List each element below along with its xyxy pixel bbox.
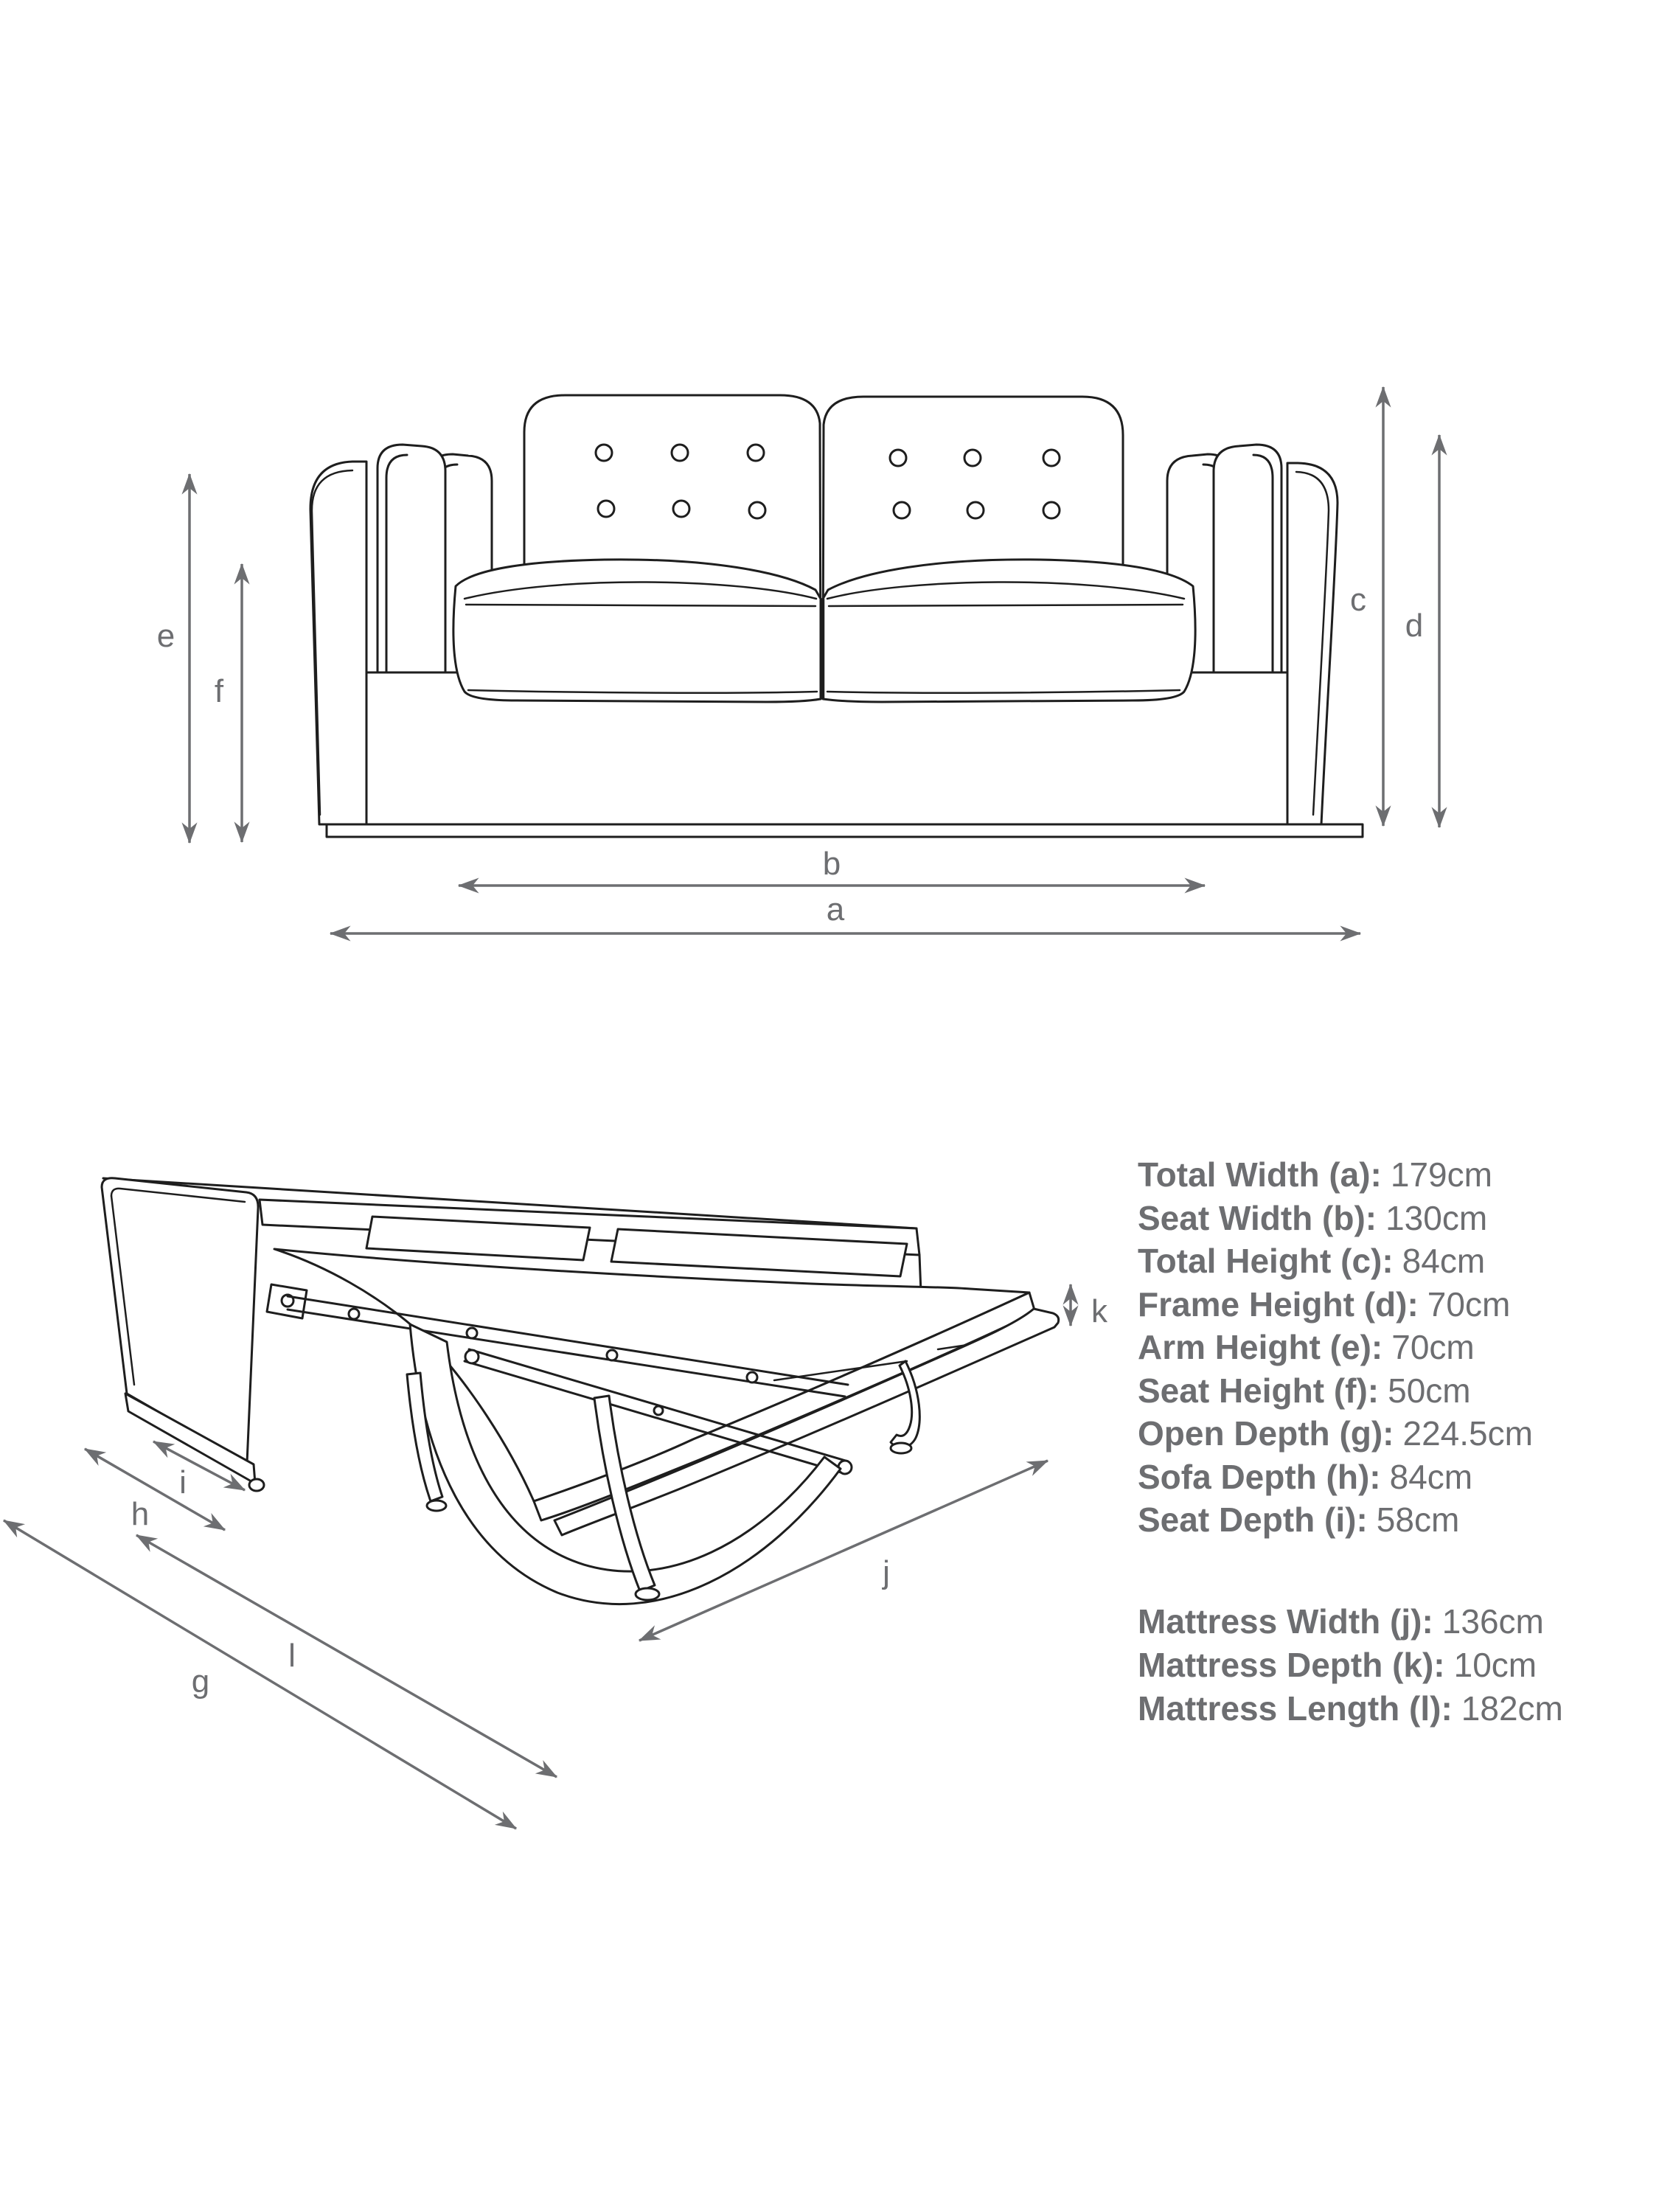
spec-label: Total Width (a): — [1138, 1155, 1382, 1194]
spec-value: 130cm — [1385, 1198, 1488, 1237]
spec-total-height: Total Height (c):84cm — [1138, 1239, 1610, 1283]
spec-mattress-depth: Mattress Depth (k):10cm — [1138, 1644, 1610, 1687]
spec-frame-height: Frame Height (d):70cm — [1138, 1283, 1610, 1326]
spec-label: Mattress Length (l): — [1138, 1689, 1453, 1728]
dimension-arrow-g: g — [2, 1519, 518, 1830]
dimension-arrow-d: d — [1405, 434, 1447, 829]
spec-label: Seat Width (b): — [1138, 1198, 1377, 1237]
dimension-label-a: a — [827, 891, 845, 928]
dimension-label-e: e — [157, 618, 175, 654]
spec-value: 182cm — [1461, 1689, 1563, 1728]
dimension-label-c: c — [1350, 582, 1366, 618]
tufting-buttons — [594, 443, 1061, 520]
dimension-arrow-j: j — [638, 1459, 1049, 1642]
dimension-arrow-k: k — [1062, 1283, 1108, 1329]
spec-value: 70cm — [1427, 1284, 1511, 1324]
spec-seat-height: Seat Height (f):50cm — [1138, 1369, 1610, 1413]
dimension-spec-list: Total Width (a):179cm Seat Width (b):130… — [1138, 1153, 1610, 1542]
dimension-label-b: b — [823, 846, 841, 882]
spec-value: 136cm — [1441, 1602, 1544, 1641]
dimension-arrow-a: a — [329, 891, 1362, 942]
spec-label: Seat Height (f): — [1138, 1371, 1380, 1410]
sofa-bed-open-drawing — [100, 1177, 1060, 1605]
spec-total-width: Total Width (a):179cm — [1138, 1153, 1610, 1197]
spec-seat-width: Seat Width (b):130cm — [1138, 1197, 1610, 1240]
spec-open-depth: Open Depth (g):224.5cm — [1138, 1412, 1610, 1455]
spec-value: 84cm — [1389, 1457, 1473, 1496]
spec-value: 224.5cm — [1402, 1414, 1533, 1453]
spec-arm-height: Arm Height (e):70cm — [1138, 1326, 1610, 1369]
spec-sofa-depth: Sofa Depth (h):84cm — [1138, 1455, 1610, 1499]
spec-value: 70cm — [1391, 1328, 1475, 1366]
dimension-arrow-f: f — [215, 563, 250, 844]
dimension-label-l: l — [288, 1638, 296, 1674]
sofa-arm-front — [100, 1177, 265, 1492]
dimension-label-d: d — [1405, 608, 1423, 644]
fold-out-mechanism — [265, 1283, 853, 1475]
spec-label: Mattress Width (j): — [1138, 1602, 1433, 1641]
spec-label: Seat Depth (i): — [1138, 1500, 1368, 1539]
spec-value: 58cm — [1376, 1500, 1460, 1539]
spec-value: 50cm — [1388, 1371, 1471, 1410]
spec-value: 10cm — [1453, 1646, 1537, 1684]
dimension-arrows-front-view: e f c d b a — [157, 386, 1447, 942]
dimension-arrow-h: h — [83, 1447, 226, 1532]
spec-value: 179cm — [1390, 1155, 1492, 1194]
dimension-arrows-open-view: i h l g j k — [2, 1283, 1108, 1830]
spec-value: 84cm — [1402, 1242, 1486, 1280]
spec-label: Arm Height (e): — [1138, 1328, 1383, 1366]
spec-label: Open Depth (g): — [1138, 1414, 1394, 1453]
spec-mattress-length: Mattress Length (l):182cm — [1138, 1687, 1610, 1731]
spec-label: Total Height (c): — [1138, 1242, 1394, 1280]
dimension-label-k: k — [1091, 1293, 1108, 1329]
dimension-label-j: j — [881, 1554, 890, 1590]
spec-seat-depth: Seat Depth (i):58cm — [1138, 1498, 1610, 1542]
dimension-label-f: f — [215, 673, 224, 709]
dimension-arrow-b: b — [457, 846, 1206, 894]
dimension-label-g: g — [192, 1663, 209, 1700]
dimension-label-i: i — [179, 1464, 187, 1500]
dimension-arrow-e: e — [157, 473, 198, 844]
dimension-label-h: h — [131, 1496, 149, 1532]
spec-mattress-width: Mattress Width (j):136cm — [1138, 1600, 1610, 1644]
dimension-arrow-l: l — [135, 1534, 558, 1778]
mattress-spec-list: Mattress Width (j):136cm Mattress Depth … — [1138, 1600, 1610, 1731]
spec-label: Mattress Depth (k): — [1138, 1646, 1445, 1684]
dimension-arrow-c: c — [1350, 386, 1391, 827]
spec-label: Sofa Depth (h): — [1138, 1457, 1381, 1496]
sofa-front-view-drawing — [309, 394, 1364, 838]
spec-label: Frame Height (d): — [1138, 1284, 1419, 1324]
